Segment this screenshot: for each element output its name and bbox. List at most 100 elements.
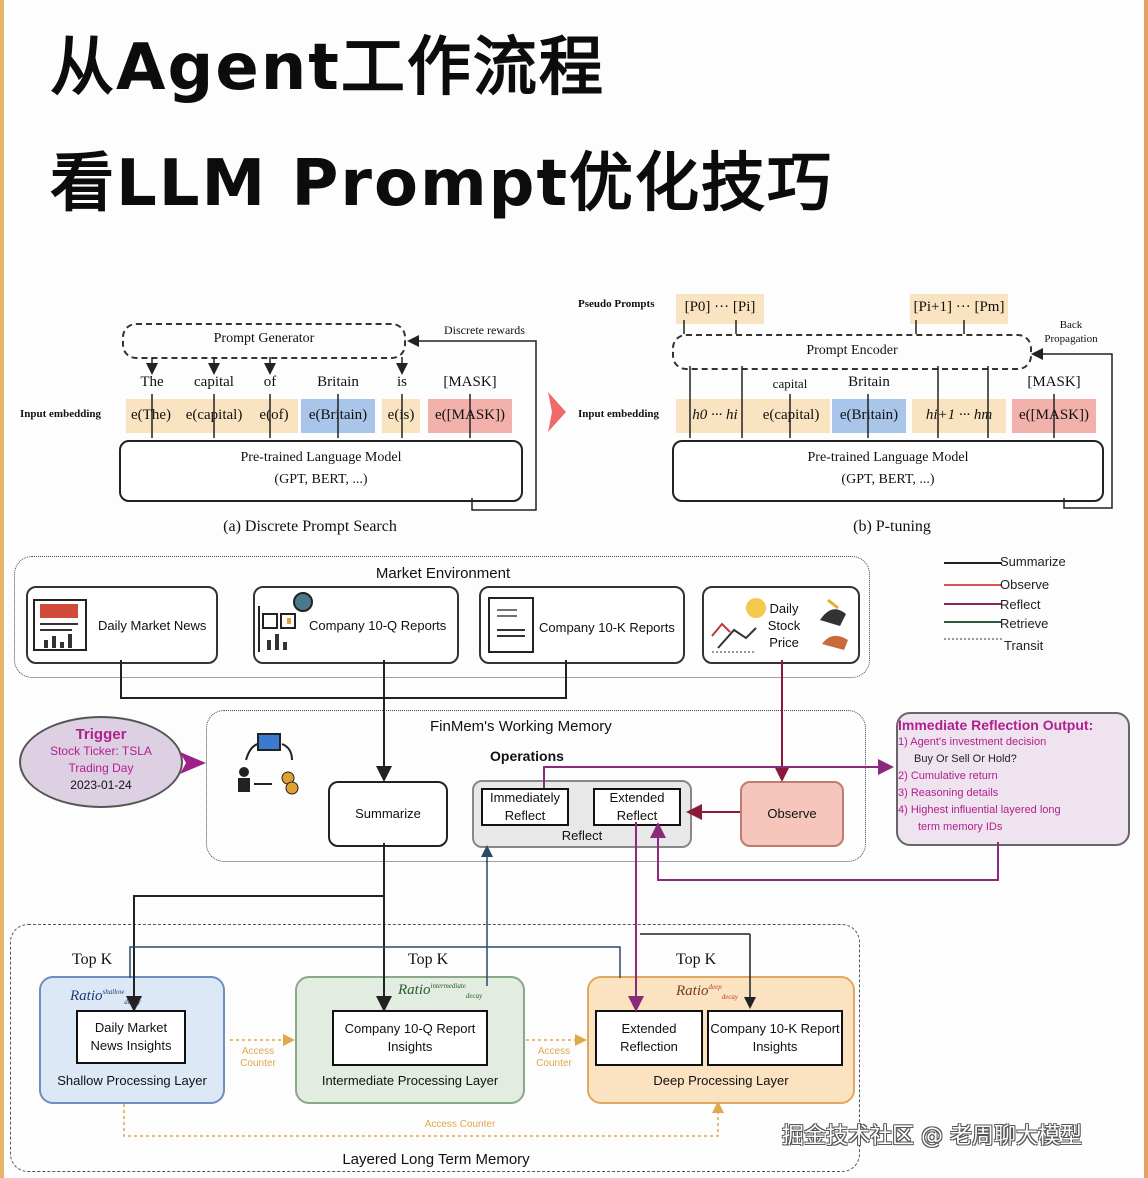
trigger-trading-day: Trading Day	[68, 761, 134, 775]
access-counter-left: Access Counter	[240, 1046, 276, 1069]
reflection-output-content: Immediate Reflection Output: 1) Agent's …	[898, 717, 1128, 836]
embedding-the: e(The)	[131, 407, 171, 423]
price-line-1: Daily	[769, 601, 799, 616]
embedding-b-h-left: h0 ··· hi	[692, 407, 738, 423]
card-label-daily-market-news: Daily Market News	[98, 618, 207, 633]
legend-line-summarize	[944, 562, 1002, 564]
embedding-b-orange-right	[912, 399, 1006, 433]
language-model-title-b: Pre-trained Language Model	[807, 450, 969, 465]
topk-deep: Top K	[676, 951, 717, 968]
shallow-item-label: Daily Market News Insights	[90, 1020, 172, 1053]
ratio-deep-text: Ratio	[676, 983, 709, 999]
report-dashboard-icon	[258, 592, 313, 652]
deep-item-extended-reflection: Extended Reflection	[595, 1010, 703, 1066]
deep-item-10k-insights: Company 10-K Report Insights	[707, 1010, 843, 1066]
legend-line-retrieve	[944, 621, 1002, 623]
price-line-3: Price	[769, 635, 799, 650]
stock-chart-bull-bear-icon	[711, 598, 848, 653]
legend-line-observe	[944, 584, 1002, 586]
trigger-ellipse	[19, 716, 183, 808]
embedding-of: e(of)	[259, 407, 289, 423]
card-daily-stock-price: Daily Stock Price	[702, 586, 860, 664]
card-company-10k: Company 10-K Reports	[479, 586, 685, 664]
pseudo-prompts-left: [P0] ··· [Pi]	[684, 299, 756, 315]
card-daily-market-news: Daily Market News	[26, 586, 218, 664]
language-model-box-b	[672, 440, 1104, 502]
pseudo-right-bg	[910, 294, 1008, 324]
token-b-capital: capital	[772, 376, 808, 391]
reflection-item-2: 2) Cumulative return	[898, 770, 998, 782]
embedding-is: e(is)	[387, 407, 415, 423]
deep-item-10k-label: Company 10-K Report Insights	[710, 1021, 840, 1054]
embedding-britain: e(Britain)	[308, 407, 368, 423]
trigger-title: Trigger	[75, 726, 127, 743]
right-border	[1144, 0, 1148, 1178]
working-memory-title: FinMem's Working Memory	[430, 718, 612, 735]
agent-cycle-icon	[238, 733, 299, 795]
ratio-deep: Ratiodeep decay	[676, 983, 738, 1001]
input-embedding-label-a: Input embedding	[20, 408, 102, 420]
prompt-generator-label: Prompt Generator	[213, 331, 315, 346]
language-model-title-a: Pre-trained Language Model	[240, 450, 402, 465]
pseudo-prompts-right: [Pi+1] ··· [Pm]	[913, 299, 1005, 315]
ratio-intermediate: Ratiointermediatedecay	[398, 982, 482, 1000]
ratio-shallow: Ratioshallow decay	[70, 988, 141, 1006]
token-b-mask: [MASK]	[1027, 374, 1081, 390]
page-title-line2: 看LLM Prompt优化技巧	[50, 147, 834, 221]
immediately-reflect-box: Immediately Reflect	[481, 788, 569, 826]
ratio-deep-sup: deep	[708, 983, 722, 991]
shallow-item-box: Daily Market News Insights	[76, 1010, 186, 1064]
token-is: is	[396, 374, 407, 390]
legend-line-reflect	[944, 603, 1002, 605]
prompt-generator-box	[122, 323, 406, 359]
ratio-shallow-sup: shallow	[102, 988, 125, 996]
ratio-intermediate-text: Ratio	[398, 982, 431, 998]
access-counter-bottom: Access Counter	[424, 1119, 496, 1130]
reflection-item-1b: Buy Or Sell Or Hold?	[914, 753, 1017, 765]
legend-line-transit	[944, 638, 1002, 640]
reflection-output-box	[896, 712, 1130, 846]
legend-label-retrieve: Retrieve	[1000, 616, 1049, 631]
deep-layer-label: Deep Processing Layer	[653, 1073, 789, 1088]
topk-shallow: Top K	[72, 951, 113, 968]
embedding-capital: e(capital)	[185, 407, 243, 423]
transition-arrow-icon	[548, 392, 566, 432]
extended-reflect-label: Extended Reflect	[609, 790, 665, 823]
token-b-britain: Britain	[848, 374, 890, 390]
input-embedding-label-b: Input embedding	[578, 408, 660, 420]
ratio-shallow-sub: decay	[124, 998, 141, 1006]
ratio-deep-sub: decay	[721, 993, 739, 1001]
reflection-output-title: Immediate Reflection Output:	[898, 717, 1094, 733]
embedding-b-britain-bg	[832, 399, 906, 433]
trigger-content: Trigger Stock Ticker: TSLA Trading Day 2…	[19, 726, 183, 794]
summarize-box	[328, 781, 448, 847]
trigger-ticker: Stock Ticker: TSLA	[50, 744, 152, 758]
embedding-b-britain: e(Britain)	[839, 407, 899, 423]
long-term-memory-box	[10, 924, 860, 1172]
ratio-shallow-text: Ratio	[70, 988, 103, 1004]
caption-a: (a) Discrete Prompt Search	[223, 518, 397, 535]
topk-intermediate: Top K	[408, 951, 449, 968]
shallow-layer-label: Shallow Processing Layer	[57, 1073, 207, 1088]
market-environment-title: Market Environment	[375, 565, 511, 582]
prompt-encoder-label: Prompt Encoder	[806, 343, 898, 358]
reflection-item-4b: term memory IDs	[918, 821, 1003, 833]
reflection-item-3: 3) Reasoning details	[898, 787, 999, 799]
ratio-intermediate-sub: decay	[465, 992, 483, 1000]
extended-reflect-box: Extended Reflect	[593, 788, 681, 826]
watermark: 掘金技术社区 @ 老周聊大模型	[782, 1124, 1082, 1149]
long-term-memory-title: Layered Long Term Memory	[342, 1151, 530, 1168]
document-icon	[488, 597, 534, 653]
caption-b: (b) P-tuning	[853, 518, 931, 535]
page-title-line1: 从Agent工作流程	[50, 31, 605, 105]
token-capital: capital	[194, 374, 234, 390]
token-britain: Britain	[317, 374, 359, 390]
legend-label-observe: Observe	[1000, 577, 1050, 592]
token-mask: [MASK]	[443, 374, 497, 390]
card-company-10q: Company 10-Q Reports	[253, 586, 459, 664]
pseudo-prompts-label: Pseudo Prompts	[578, 298, 655, 310]
summarize-label: Summarize	[355, 806, 421, 821]
language-model-subtitle-a: (GPT, BERT, ...)	[274, 472, 368, 487]
intermediate-layer-label: Intermediate Processing Layer	[321, 1073, 499, 1088]
reflection-item-4: 4) Highest influential layered long	[898, 804, 1061, 816]
